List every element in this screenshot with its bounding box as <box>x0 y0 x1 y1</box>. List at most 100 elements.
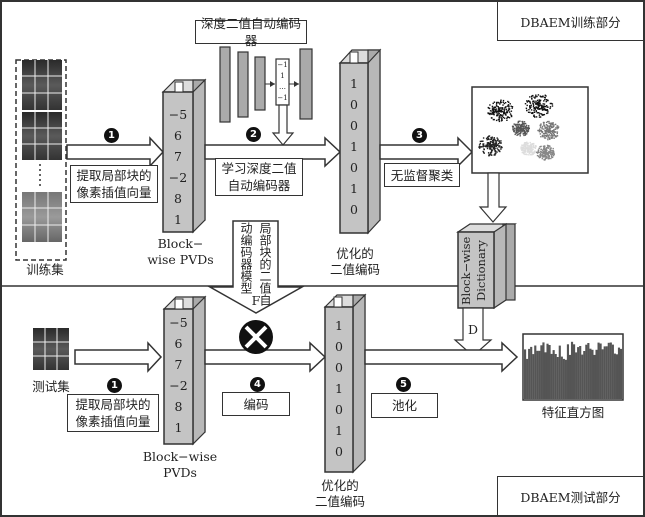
scatter-point <box>545 131 547 134</box>
scatter-point <box>545 147 548 149</box>
scatter-point <box>494 144 496 146</box>
histogram-bar <box>603 346 606 399</box>
step-1-badge-train: 1 <box>104 128 119 143</box>
scatter-point <box>529 146 531 148</box>
scatter-point <box>551 150 553 152</box>
scatter-point <box>490 112 492 115</box>
training-set-label: 训练集 <box>26 262 64 277</box>
scatter-point <box>539 130 542 132</box>
histogram-bar <box>593 354 596 399</box>
scatter-point <box>552 149 554 152</box>
scatter-point <box>493 154 495 156</box>
step-1-label-test: 提取局部块的 像素插值向量 <box>67 394 159 432</box>
scatter-point <box>544 105 546 108</box>
scatter-point <box>507 100 509 103</box>
histogram-bar <box>595 349 598 399</box>
scatter-point <box>539 126 542 128</box>
histogram-bar <box>550 353 553 399</box>
scatter-point <box>549 151 552 153</box>
scatter-point <box>552 151 554 153</box>
scatter-point <box>491 107 494 109</box>
scatter-point <box>487 106 489 109</box>
scatter-point <box>497 148 499 151</box>
scatter-point <box>496 137 498 139</box>
scatter-point <box>539 100 541 102</box>
scatter-point <box>525 107 528 109</box>
scatter-point <box>535 96 537 98</box>
scatter-point <box>508 117 511 119</box>
scatter-point <box>518 127 520 129</box>
scatter-point <box>503 102 505 105</box>
scatter-point <box>496 105 498 107</box>
step-1-label-train: 提取局部块的 像素插值向量 <box>70 165 158 203</box>
scatter-point <box>517 120 520 123</box>
scatter-point <box>517 125 519 127</box>
dictionary-arrow-letter: D <box>467 322 479 337</box>
scatter-point <box>548 122 550 124</box>
scatter-point <box>552 131 554 133</box>
scatter-point <box>538 151 540 154</box>
scatter-point <box>557 126 560 128</box>
scatter-point <box>492 139 494 142</box>
scatter-point <box>552 135 554 137</box>
scatter-point <box>539 150 542 153</box>
scatter-point <box>490 144 492 146</box>
scatter-point <box>512 126 514 129</box>
scatter-point <box>506 119 508 121</box>
scatter-point <box>547 138 549 141</box>
scatter-point <box>494 153 496 155</box>
scatter-point <box>541 108 544 111</box>
scatter-point <box>498 146 500 148</box>
scatter-point <box>496 139 499 141</box>
scatter-point <box>522 122 524 124</box>
scatter-point <box>518 133 520 135</box>
histogram-bar <box>530 346 533 399</box>
histogram-bar <box>605 346 608 399</box>
histogram-bar <box>536 350 539 399</box>
scatter-point <box>512 128 514 130</box>
scatter-point <box>516 127 518 129</box>
scatter-point <box>489 138 491 141</box>
scatter-point <box>526 130 529 132</box>
scatter-point <box>499 115 501 117</box>
scatter-point <box>547 99 549 102</box>
scatter-point <box>483 152 485 154</box>
scatter-point <box>498 119 500 121</box>
scatter-point <box>497 113 499 115</box>
scatter-point <box>521 124 523 126</box>
scatter-point <box>491 150 493 152</box>
scatter-point <box>519 129 522 131</box>
scatter-point <box>516 134 518 136</box>
scatter-point <box>552 132 555 135</box>
scatter-point <box>543 96 546 99</box>
step-2-badge: 2 <box>246 127 261 142</box>
scatter-point <box>495 104 498 106</box>
scatter-point <box>529 106 531 108</box>
scatter-point <box>525 153 527 155</box>
scatter-point <box>530 106 532 108</box>
scatter-point <box>499 145 501 147</box>
scatter-point <box>525 142 527 144</box>
scatter-point <box>495 119 498 122</box>
scatter-point <box>541 157 543 160</box>
scatter-point <box>481 140 483 142</box>
scatter-point <box>538 156 541 159</box>
scatter-point <box>491 117 493 119</box>
scatter-point <box>550 122 552 124</box>
scatter-point <box>506 105 509 107</box>
scatter-point <box>495 145 497 147</box>
scatter-point <box>544 132 546 134</box>
scatter-point <box>498 117 500 119</box>
scatter-point <box>503 109 506 111</box>
scatter-point <box>492 143 494 145</box>
scatter-point <box>527 142 529 144</box>
step-5-label: 池化 <box>371 393 438 418</box>
histogram-bar <box>544 352 547 399</box>
scatter-point <box>538 108 541 110</box>
histogram-bar <box>607 342 610 399</box>
scatter-point <box>538 114 541 116</box>
scatter-point <box>528 152 531 154</box>
scatter-point <box>523 150 526 152</box>
scatter-point <box>540 130 542 132</box>
scatter-point <box>533 142 535 145</box>
